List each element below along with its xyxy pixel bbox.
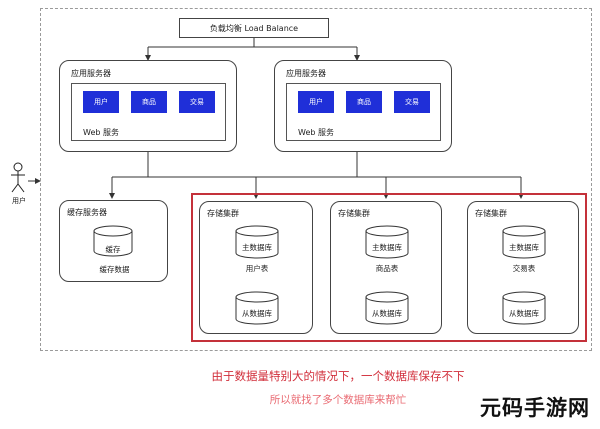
- slave-db-label: 从数据库: [242, 309, 272, 318]
- cluster-title: 存储集群: [475, 209, 507, 218]
- cache-server-title: 缓存服务器: [67, 208, 107, 217]
- module-trade: 交易: [179, 91, 215, 113]
- table-label: 交易表: [512, 264, 536, 273]
- user-label: 用户: [12, 197, 26, 205]
- cluster-title: 存储集群: [338, 209, 370, 218]
- caption-line-2: 所以就找了多个数据库来帮忙: [269, 394, 407, 406]
- slave-db-icon: [365, 291, 409, 325]
- app-server-title: 应用服务器: [286, 69, 326, 78]
- app-server-title: 应用服务器: [71, 69, 111, 78]
- table-label: 用户表: [245, 264, 269, 273]
- master-db-icon: [235, 225, 279, 259]
- module-user: 用户: [298, 91, 334, 113]
- master-db-label: 主数据库: [509, 243, 539, 252]
- slave-db-icon: [502, 291, 546, 325]
- storage-cluster-3: 存储集群 主数据库 交易表 从数据库: [467, 201, 579, 334]
- system-boundary: [40, 8, 592, 351]
- slave-db-icon: [235, 291, 279, 325]
- storage-cluster-1: 存储集群 主数据库 用户表 从数据库: [199, 201, 313, 334]
- cache-server: 缓存服务器 缓存 缓存数据: [59, 200, 168, 282]
- module-product: 商品: [346, 91, 382, 113]
- master-db-icon: [365, 225, 409, 259]
- slave-db-label: 从数据库: [509, 309, 539, 318]
- cache-data-label: 缓存数据: [99, 265, 130, 274]
- master-db-label: 主数据库: [372, 243, 402, 252]
- app-server-1: 应用服务器 用户 商品 交易 Web 服务: [59, 60, 237, 152]
- load-balancer-label: 负载均衡 Load Balance: [209, 23, 299, 33]
- app-server-2: 应用服务器 用户 商品 交易 Web 服务: [274, 60, 452, 152]
- caption-line-1: 由于数据量特别大的情况下，一个数据库保存不下: [211, 369, 465, 383]
- web-service-label: Web 服务: [298, 128, 334, 137]
- storage-cluster-2: 存储集群 主数据库 商品表 从数据库: [330, 201, 442, 334]
- watermark-logo: 元码手游网: [480, 396, 590, 420]
- app-server-inner: 用户 商品 交易 Web 服务: [286, 83, 441, 141]
- master-db-label: 主数据库: [242, 243, 272, 252]
- load-balancer-box: 负载均衡 Load Balance: [179, 18, 329, 38]
- storage-highlight: [191, 193, 587, 342]
- slave-db-label: 从数据库: [372, 309, 402, 318]
- cache-db-icon: [93, 225, 133, 257]
- master-db-icon: [502, 225, 546, 259]
- cluster-title: 存储集群: [207, 209, 239, 218]
- app-server-inner: 用户 商品 交易 Web 服务: [71, 83, 226, 141]
- module-user: 用户: [83, 91, 119, 113]
- module-trade: 交易: [394, 91, 430, 113]
- web-service-label: Web 服务: [83, 128, 119, 137]
- table-label: 商品表: [375, 264, 399, 273]
- user-icon: [11, 162, 25, 193]
- module-product: 商品: [131, 91, 167, 113]
- cache-db-label: 缓存: [105, 245, 121, 254]
